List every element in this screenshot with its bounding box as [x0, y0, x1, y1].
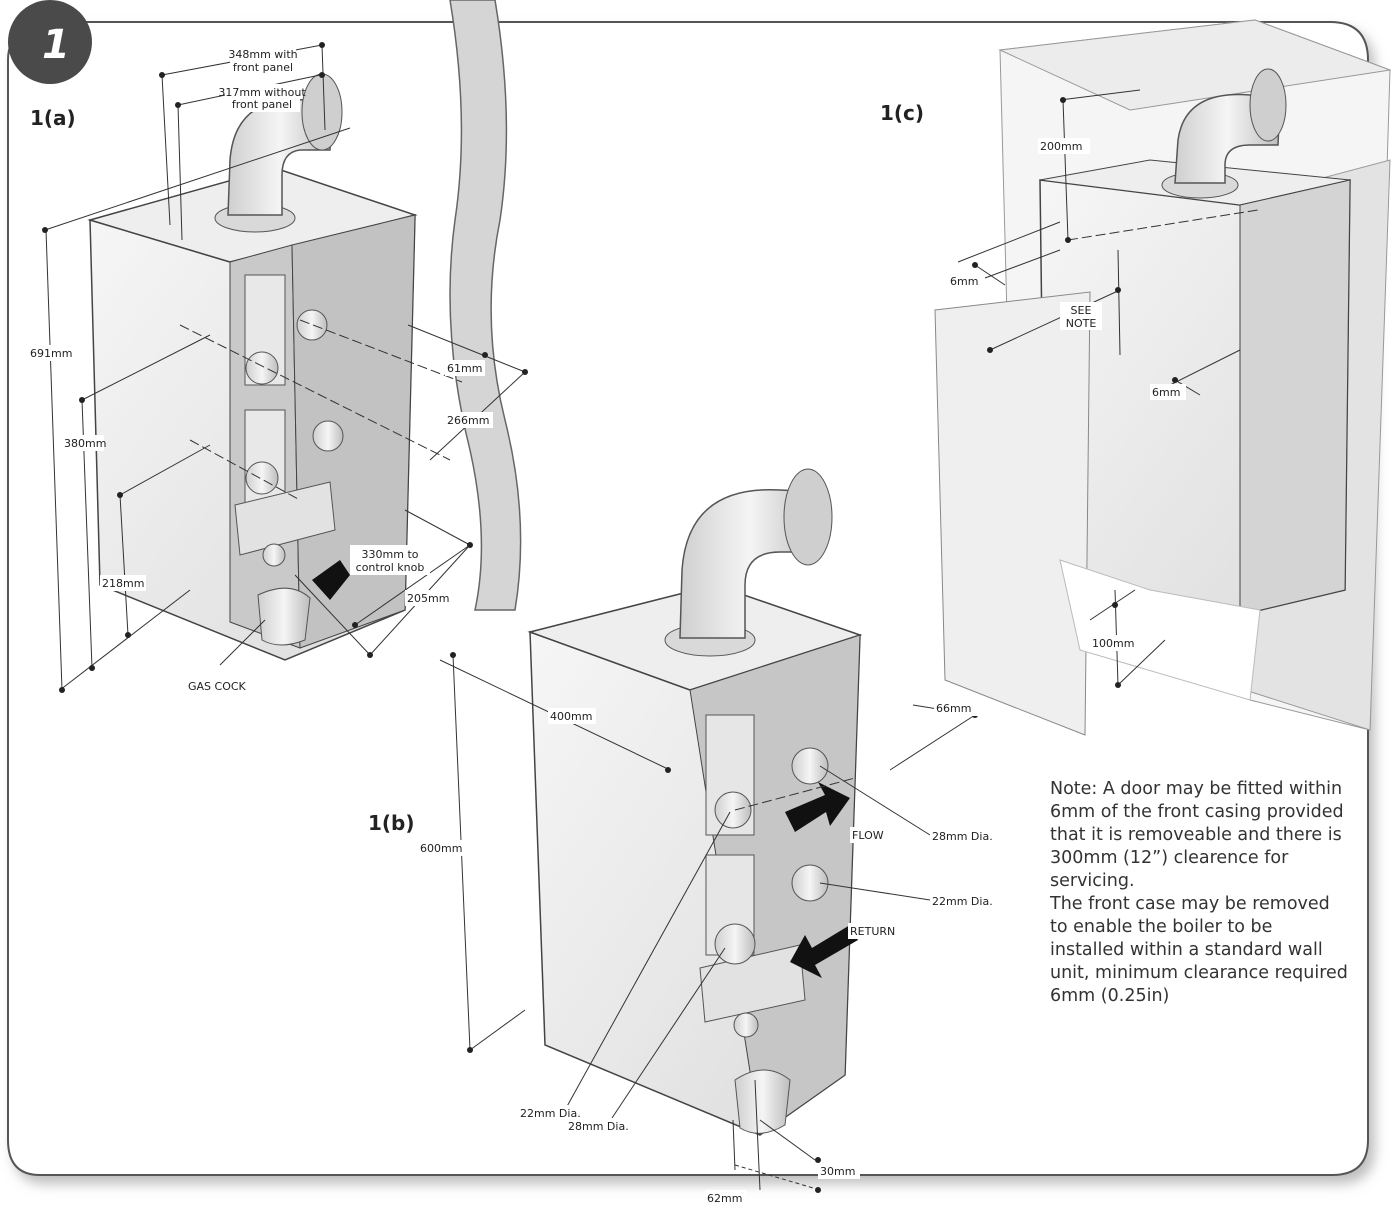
label-left-pipe-22: 22mm Dia.: [520, 1107, 581, 1120]
label-side-left-6: 6mm: [950, 275, 978, 288]
svg-text:SEE: SEE: [1071, 304, 1092, 317]
label-height-380: 380mm: [64, 437, 106, 450]
label-dim-61: 61mm: [447, 362, 482, 375]
label-dim-30: 30mm: [820, 1165, 855, 1178]
svg-text:control knob: control knob: [356, 561, 425, 574]
label-return: RETURN: [850, 925, 895, 938]
label-height-600: 600mm: [420, 842, 462, 855]
svg-text:front panel: front panel: [233, 61, 293, 74]
svg-text:NOTE: NOTE: [1066, 317, 1097, 330]
label-control-knob: 330mm to control knob: [350, 545, 430, 575]
label-gas-cock: GAS COCK: [188, 680, 247, 693]
label-return-pipe-22: 22mm Dia.: [932, 895, 993, 908]
svg-text:front panel: front panel: [232, 98, 292, 111]
return-arrow-icon: [790, 925, 858, 978]
label-flow: FLOW: [852, 829, 884, 842]
label-side-right-6: 6mm: [1152, 386, 1180, 399]
label-width-with-panel: 348mm with front panel: [228, 46, 298, 74]
figure-label-1b: 1(b): [368, 811, 415, 835]
figure-1c: 1(c) 200mm 6mm SEE NOTE 6mm 100mm: [880, 19, 1391, 736]
label-height-218: 218mm: [102, 577, 144, 590]
step-badge: 1: [8, 0, 92, 84]
figure-label-1c: 1(c): [880, 101, 924, 125]
label-left-pipe-28: 28mm Dia.: [568, 1120, 629, 1133]
figure-1a: 348mm with front panel 317mm without fro…: [28, 0, 528, 694]
step-badge-number: 1: [42, 22, 70, 68]
label-height-691: 691mm: [30, 347, 72, 360]
label-dim-66: 66mm: [936, 702, 971, 715]
figure-label-1a: 1(a): [30, 106, 76, 130]
label-see-note: SEE NOTE: [1060, 302, 1102, 330]
label-dim-205: 205mm: [407, 592, 449, 605]
label-dim-62: 62mm: [707, 1192, 742, 1205]
arrow-icon: [312, 560, 350, 600]
label-depth-400: 400mm: [550, 710, 592, 723]
installation-note: Note: A door may be fitted within 6mm of…: [1050, 778, 1350, 1008]
flow-arrow-icon: [785, 782, 850, 832]
wall-section: [449, 0, 522, 611]
door-panel: [934, 291, 1091, 736]
label-width-without-panel: 317mm without front panel: [218, 84, 306, 112]
label-dim-266: 266mm: [447, 414, 489, 427]
label-top-clearance-200: 200mm: [1040, 140, 1082, 153]
svg-text:317mm without: 317mm without: [218, 86, 306, 99]
note-paragraph-door: Note: A door may be fitted within 6mm of…: [1050, 779, 1344, 891]
svg-text:348mm with: 348mm with: [228, 48, 297, 61]
label-bottom-clearance-100: 100mm: [1092, 637, 1134, 650]
svg-text:330mm to: 330mm to: [362, 548, 419, 561]
label-flow-pipe-28: 28mm Dia.: [932, 830, 993, 843]
figure-1b: 1(b) 400mm 600mm 66mm 28mm Dia. 22mm Dia…: [368, 468, 1002, 1206]
note-paragraph-front-case: The front case may be removed to enable …: [1050, 894, 1348, 1006]
